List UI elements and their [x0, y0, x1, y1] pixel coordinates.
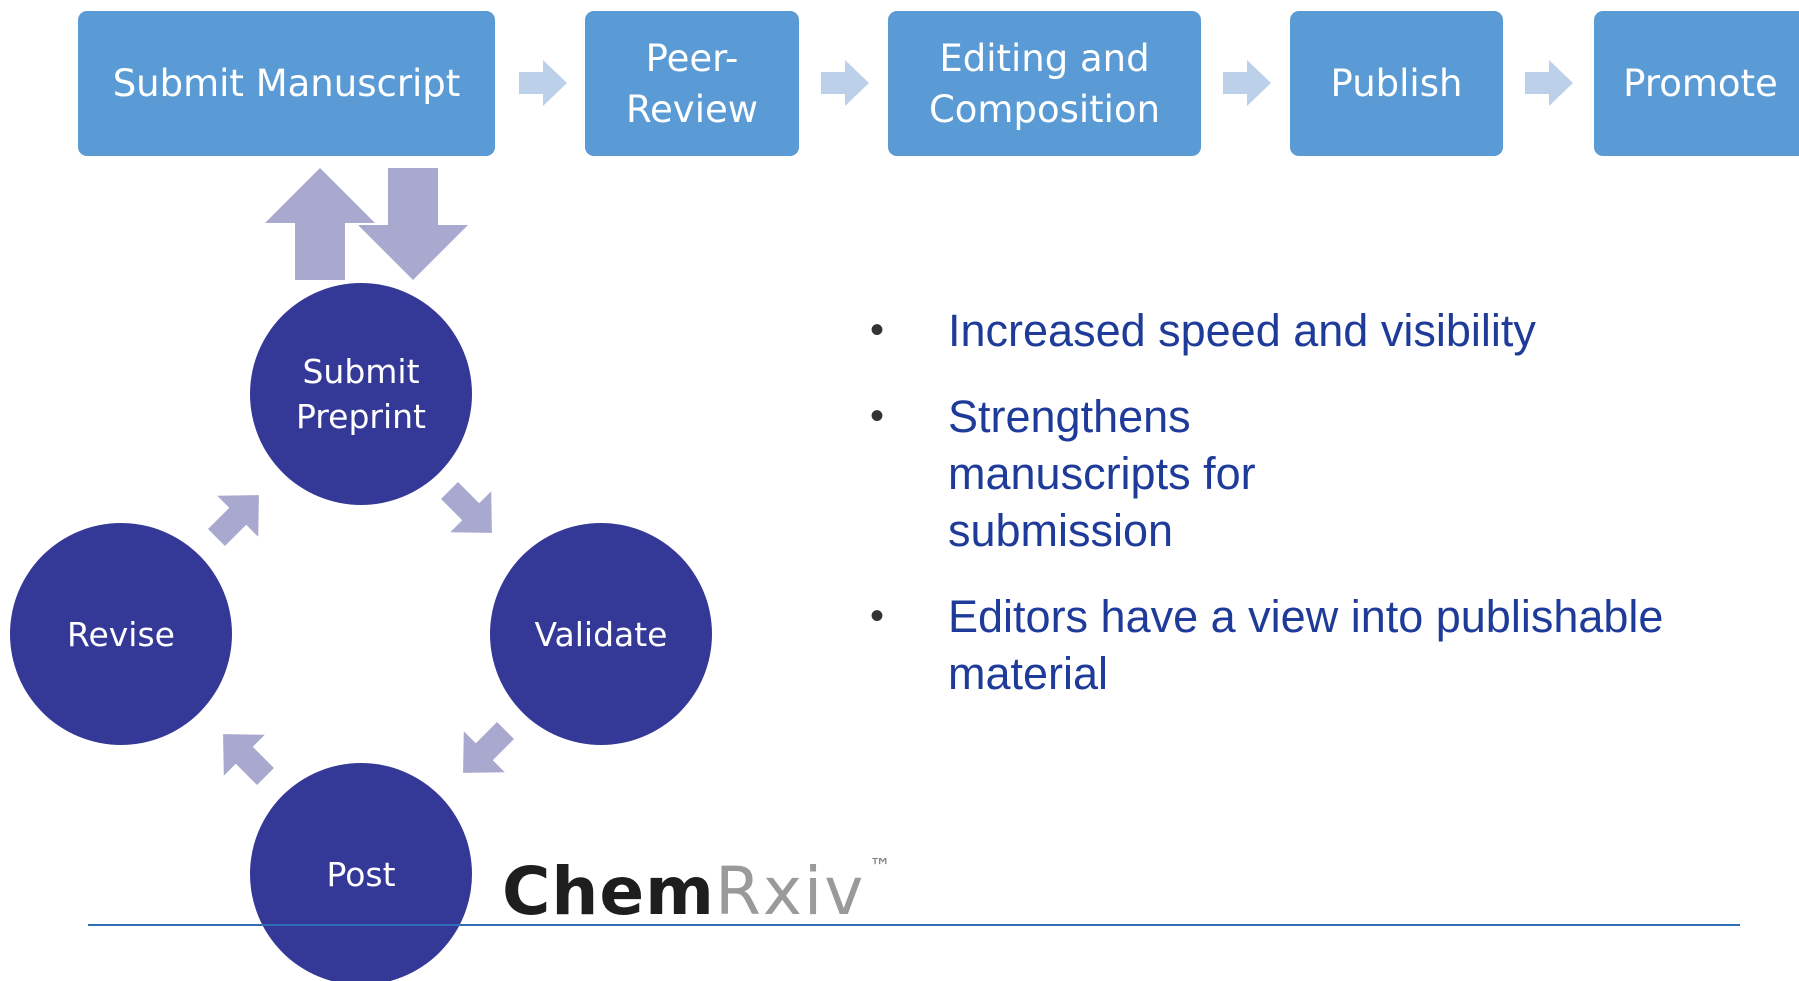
arrow-up-icon: [265, 168, 375, 280]
step-peer-review: Peer- Review: [585, 11, 799, 156]
cycle-arrow-down-right-icon: [441, 482, 492, 533]
chevron-right-icon: [1223, 60, 1271, 106]
step-submit-manuscript: Submit Manuscript: [78, 11, 495, 156]
benefit-item: • Editors have a view into publishable m…: [860, 588, 1760, 702]
step-label: Promote: [1623, 62, 1778, 105]
chevron-right-icon: [821, 60, 869, 106]
benefit-text: Strengthens manuscripts for submission: [948, 391, 1256, 556]
step-label: Peer- Review: [625, 36, 758, 131]
logo-bold-text: Chem: [502, 853, 715, 930]
benefit-item: • Increased speed and visibility: [860, 302, 1760, 359]
benefit-text: Editors have a view into publishable mat…: [948, 591, 1664, 699]
benefit-item: • Strengthens manuscripts for submission: [860, 388, 1760, 559]
logo-light-text: Rxiv: [714, 853, 866, 930]
footer-divider: [88, 924, 1740, 926]
cycle-node-label: Validate: [534, 614, 668, 654]
chevron-right-icon: [519, 60, 567, 106]
bullet-dot: •: [870, 594, 885, 638]
bullet-dot: •: [870, 394, 885, 438]
arrow-down-icon: [358, 168, 468, 280]
step-label: Publish: [1330, 62, 1463, 105]
cycle-node-validate: Validate: [490, 523, 712, 745]
cycle-node-post: Post: [250, 763, 472, 981]
step-label: Editing and Composition: [928, 36, 1161, 131]
benefits-list: • Increased speed and visibility • Stren…: [860, 302, 1760, 731]
cycle-node-label: Revise: [67, 614, 175, 654]
bullet-dot: •: [870, 308, 885, 352]
cycle-arrow-down-left-icon: [463, 722, 514, 773]
step-label: Submit Manuscript: [112, 62, 461, 105]
cycle-arrow-up-left-icon: [223, 734, 274, 785]
cycle-node-revise: Revise: [10, 523, 232, 745]
step-publish: Publish: [1290, 11, 1503, 156]
logo-trademark: ™: [869, 855, 893, 880]
cycle-arrow-up-right-icon: [208, 495, 259, 546]
cycle-node-label: Post: [326, 854, 396, 894]
cycle-node-submit-preprint: Submit Preprint: [250, 283, 472, 505]
benefit-text: Increased speed and visibility: [948, 305, 1536, 356]
step-editing-composition: Editing and Composition: [888, 11, 1201, 156]
step-promote: Promote: [1594, 11, 1799, 156]
chevron-right-icon: [1525, 60, 1573, 106]
cycle-node-label: Submit Preprint: [295, 352, 426, 436]
